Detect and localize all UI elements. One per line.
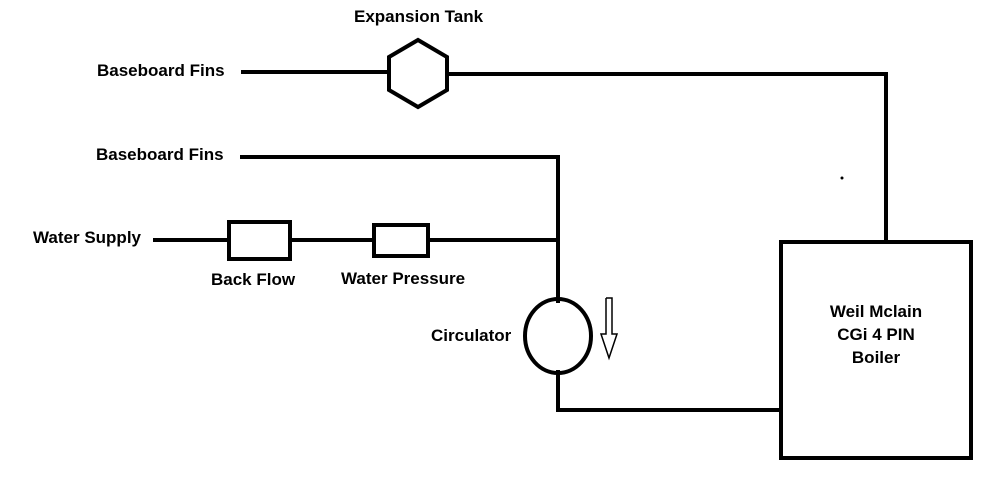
flow-direction-arrow-icon — [599, 297, 619, 361]
expansion-tank-label: Expansion Tank — [354, 7, 484, 26]
water-pressure-regulator-icon — [372, 223, 430, 258]
circulator-label: Circulator — [431, 326, 512, 345]
water-pressure-label: Water Pressure — [341, 269, 466, 288]
boiler-label-line1: Weil Mclain — [829, 302, 923, 321]
baseboard-fins-top-label: Baseboard Fins — [97, 61, 225, 80]
boiler-label-line3: Boiler — [851, 348, 901, 367]
circulator-pump-icon — [523, 297, 593, 375]
baseboard-fins-bottom-label: Baseboard Fins — [96, 145, 224, 164]
boiler-box — [779, 240, 973, 460]
expansion-tank-icon — [387, 37, 449, 110]
back-flow-preventer-icon — [227, 220, 292, 261]
water-supply-label: Water Supply — [33, 228, 141, 247]
boiler-label-line2: CGi 4 PIN — [837, 325, 915, 344]
boiler-label: Weil Mclain CGi 4 PIN Boiler — [780, 300, 972, 369]
back-flow-label: Back Flow — [211, 270, 296, 289]
stray-dot — [840, 176, 844, 180]
